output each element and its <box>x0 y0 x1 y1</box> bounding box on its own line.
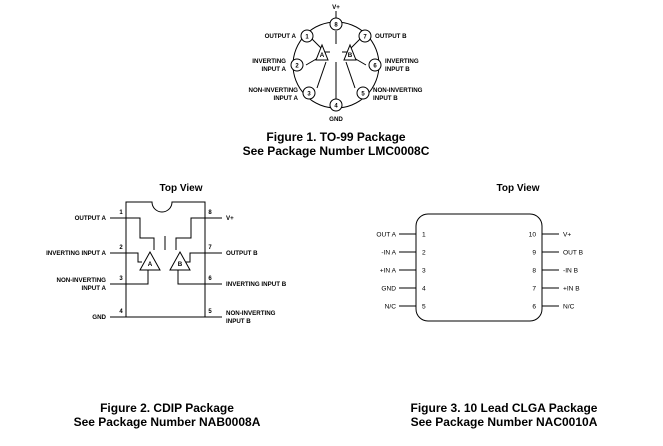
svg-text:5: 5 <box>361 92 365 98</box>
figure-2-package-number: See Package Number NAB0008A <box>74 415 261 429</box>
figure-3-package-number: See Package Number NAC0010A <box>411 415 598 429</box>
svg-text:INPUT A: INPUT A <box>273 95 298 102</box>
svg-text:3: 3 <box>307 92 311 98</box>
to99-label-noninv-b: NON-INVERTING <box>373 87 423 94</box>
to99-pin-4 <box>329 98 343 112</box>
svg-text:B: B <box>178 261 183 268</box>
svg-text:2: 2 <box>422 250 426 257</box>
to99-amp-b-symbol <box>343 43 357 61</box>
svg-text:INPUT B: INPUT B <box>373 95 398 102</box>
figure-1-package-number: See Package Number LMC0008C <box>243 144 430 158</box>
cdip-label-gnd: GND <box>92 314 106 321</box>
clga-label-nc-right: N/C <box>563 304 575 311</box>
figure-3-caption: Figure 3. 10 Lead CLGA Package <box>411 401 598 415</box>
svg-text:6: 6 <box>532 304 536 311</box>
to99-vplus-label: V+ <box>332 4 340 11</box>
svg-text:8: 8 <box>532 268 536 275</box>
clga-label-minus-in-a: -IN A <box>381 250 396 257</box>
to99-label-gnd: GND <box>329 116 343 123</box>
cdip-top-view-label: Top View <box>160 183 203 194</box>
svg-text:7: 7 <box>532 286 536 293</box>
to99-pin-5 <box>356 86 370 100</box>
cdip-label-inv-b: INVERTING INPUT B <box>226 281 287 288</box>
svg-text:3: 3 <box>119 276 123 282</box>
to99-pin-8 <box>329 17 343 31</box>
cdip-label-inv-a: INVERTING INPUT A <box>46 250 106 257</box>
to99-label-inv-a: INVERTING <box>252 58 286 65</box>
svg-text:7: 7 <box>208 245 212 251</box>
to99-amp-a-symbol <box>315 43 329 61</box>
to99-package: V+ A B 8 1 7 2 6 3 5 4 <box>243 4 430 158</box>
svg-text:8: 8 <box>334 23 338 29</box>
cdip-amp-b-symbol <box>169 250 191 271</box>
to99-label-inv-b: INVERTING <box>385 58 419 65</box>
figure-2-caption: Figure 2. CDIP Package <box>100 401 234 415</box>
clga-label-gnd: GND <box>381 286 396 293</box>
svg-text:6: 6 <box>208 276 212 282</box>
clga-label-plus-in-b: +IN B <box>563 286 580 293</box>
cdip-package: Top View 1 2 3 4 8 7 6 5 A B OU <box>46 183 287 429</box>
clga-label-nc-left: N/C <box>385 304 397 311</box>
svg-text:5: 5 <box>422 304 426 311</box>
svg-text:2: 2 <box>295 64 299 70</box>
cdip-label-output-a: OUTPUT A <box>75 215 107 222</box>
svg-text:9: 9 <box>532 250 536 257</box>
to99-pin-2 <box>290 58 304 72</box>
svg-text:4: 4 <box>422 286 426 293</box>
svg-text:8: 8 <box>208 210 212 216</box>
clga-label-out-b: OUT B <box>563 250 584 257</box>
svg-text:4: 4 <box>119 309 123 315</box>
svg-text:2: 2 <box>119 245 123 251</box>
cdip-label-output-b: OUTPUT B <box>226 250 258 257</box>
svg-text:A: A <box>148 261 153 268</box>
to99-pin-7 <box>358 29 372 43</box>
clga-top-view-label: Top View <box>497 183 540 194</box>
figure-1-caption: Figure 1. TO-99 Package <box>266 130 405 144</box>
cdip-label-noninv-b: NON-INVERTING <box>226 310 276 317</box>
svg-text:INPUT A: INPUT A <box>81 285 106 292</box>
cdip-amp-a-symbol <box>139 250 161 271</box>
clga-label-out-a: OUT A <box>376 232 396 239</box>
svg-text:10: 10 <box>529 232 537 239</box>
svg-text:INPUT A: INPUT A <box>261 66 286 73</box>
svg-text:INPUT B: INPUT B <box>385 66 410 73</box>
svg-text:4: 4 <box>334 104 338 110</box>
svg-text:1: 1 <box>119 210 123 216</box>
cdip-package-outline <box>125 201 206 318</box>
to99-label-noninv-a: NON-INVERTING <box>249 87 299 94</box>
clga-label-plus-in-a: +IN A <box>380 268 397 275</box>
cdip-label-noninv-a: NON-INVERTING <box>57 277 107 284</box>
to99-label-output-a: OUTPUT A <box>265 33 297 40</box>
to99-pin-3 <box>302 86 316 100</box>
to99-label-output-b: OUTPUT B <box>375 33 407 40</box>
svg-text:3: 3 <box>422 268 426 275</box>
clga-package-outline <box>415 213 543 322</box>
svg-text:INPUT B: INPUT B <box>226 318 251 325</box>
to99-pin-6 <box>368 58 382 72</box>
svg-text:7: 7 <box>363 35 367 41</box>
clga-label-vplus: V+ <box>563 232 571 239</box>
clga-package: Top View OUT A -IN A +IN A GND N/C 1 2 3… <box>376 183 597 429</box>
svg-text:1: 1 <box>422 232 426 239</box>
clga-label-minus-in-b: -IN B <box>563 268 579 275</box>
to99-amp-b-label: B <box>348 52 353 59</box>
svg-text:6: 6 <box>373 64 377 70</box>
to99-pin-1 <box>300 29 314 43</box>
svg-text:5: 5 <box>208 309 212 315</box>
svg-text:1: 1 <box>305 35 309 41</box>
cdip-label-vplus: V+ <box>226 215 234 222</box>
to99-amp-a-label: A <box>320 52 325 59</box>
